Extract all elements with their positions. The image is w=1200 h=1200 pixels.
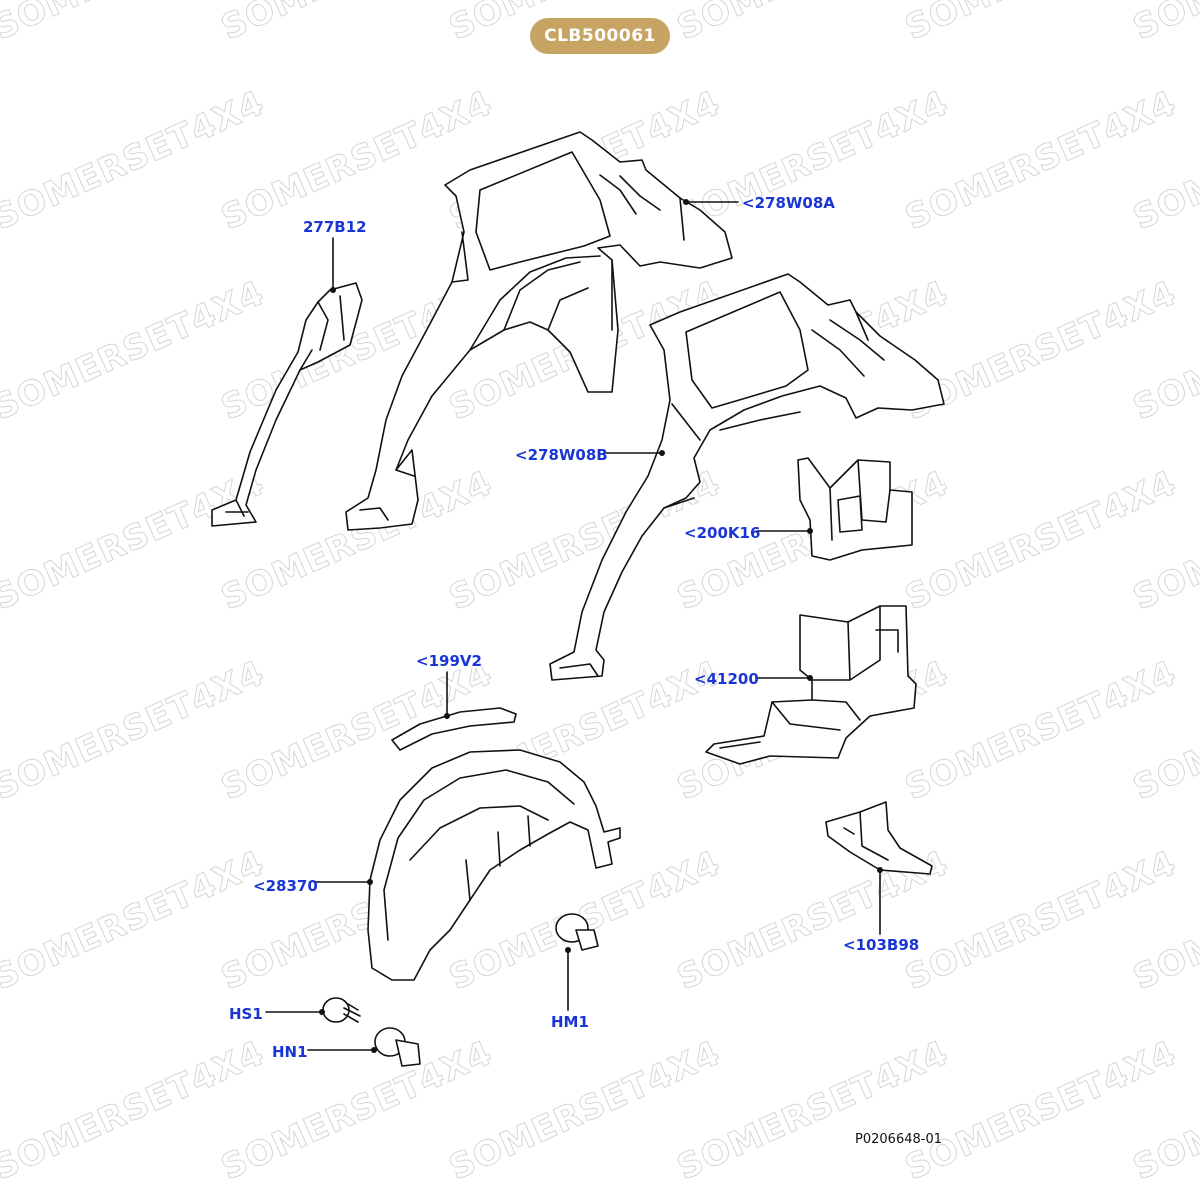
callout-hs1[interactable]: HS1 [229, 1005, 263, 1023]
part-199v2[interactable] [391, 707, 517, 751]
part-278w08a[interactable] [345, 131, 733, 531]
part-278w08b[interactable] [549, 273, 945, 681]
part-103b98[interactable] [825, 801, 933, 875]
callout-103b98[interactable]: <103B98 [843, 936, 920, 954]
part-hm1[interactable] [555, 913, 599, 951]
part-200k16[interactable] [797, 457, 913, 561]
callout-28370[interactable]: <28370 [253, 877, 318, 895]
callout-278w08b[interactable]: <278W08B [515, 446, 608, 464]
callout-277b12[interactable]: 277B12 [303, 218, 367, 236]
callout-278w08a[interactable]: <278W08A [742, 194, 835, 212]
callout-hn1[interactable]: HN1 [272, 1043, 308, 1061]
part-hn1[interactable] [374, 1027, 421, 1067]
diagram-code-badge: CLB500061 [530, 18, 670, 54]
reference-number: P0206648-01 [855, 1132, 942, 1147]
callout-hm1[interactable]: HM1 [551, 1013, 589, 1031]
callout-199v2[interactable]: <199V2 [416, 652, 482, 670]
part-277b12[interactable] [211, 282, 363, 527]
leader-lines [265, 199, 883, 1053]
part-41200[interactable] [705, 605, 917, 765]
callout-200k16[interactable]: <200K16 [684, 524, 761, 542]
part-hs1[interactable] [322, 997, 361, 1023]
part-28370[interactable] [367, 749, 621, 981]
callout-41200[interactable]: <41200 [694, 670, 759, 688]
